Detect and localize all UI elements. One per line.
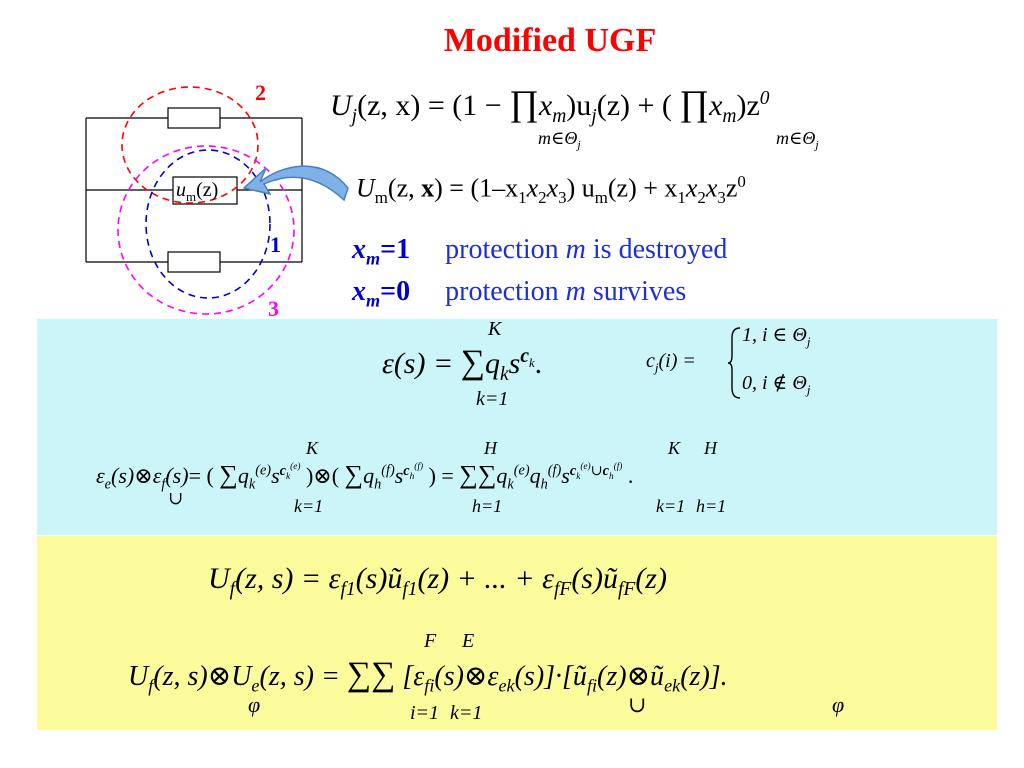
label-3: 3: [268, 296, 279, 321]
comp-cup: ∪: [628, 692, 647, 717]
equation-uj: Uj(z, x) = (1 − ∏xm)uj(z) + ( ∏xm)z0: [330, 83, 770, 127]
conv-sum-top-H2: H: [704, 438, 717, 458]
circuit-diagram: [85, 86, 349, 315]
cj-definition: cj(i) =: [646, 350, 696, 375]
cases-brace: [728, 327, 741, 399]
case-1: 1, i ∈ Θj: [742, 324, 811, 349]
conv-sum-top-K2: K: [668, 438, 681, 458]
circle-3: [117, 145, 295, 315]
label-1: 1: [270, 232, 281, 257]
case-2: 0, i ∉ Θj: [742, 372, 811, 397]
comp-sum-bot-k1: k=1: [450, 702, 483, 724]
comp-sum-top-F: F: [424, 630, 437, 652]
formula-panel-yellow: [37, 536, 997, 730]
circle-2: [121, 86, 259, 204]
conv-cup-1: ∪: [168, 488, 184, 508]
label-2: 2: [255, 80, 266, 105]
uf-equation: Uf(z, s) = εf1(s)ũf1(z) + ... + εfF(s)ũf…: [208, 562, 667, 600]
comp-sum-top-E: E: [462, 630, 475, 652]
component-label: um(z): [176, 179, 219, 204]
conv-sum-top-H: H: [484, 438, 497, 458]
arrow-icon: [242, 165, 349, 202]
prod-limit-1: m∈Θj: [538, 128, 581, 152]
sum-bottom-k1: k=1: [476, 388, 509, 410]
circle-1: [145, 149, 271, 299]
conv-sum-bot-h1b: h=1: [696, 496, 727, 516]
comp-sum-bot-i1: i=1: [410, 702, 440, 724]
equation-um: Um(z, x) = (1–x1x2x3) um(z) + x1x2x3z0: [356, 172, 746, 207]
sum-top-K: K: [488, 318, 502, 340]
state-destroyed: xm=1 protection m is destroyed: [352, 234, 728, 269]
state-survives: xm=0 protection m survives: [352, 276, 687, 311]
epsilon-definition: ε(s) = ∑qksck.: [382, 344, 543, 385]
circuit-wiring: [85, 107, 303, 273]
conv-sum-bot-k1b: k=1: [656, 496, 686, 516]
composition-equation: Uf(z, s)⊗Ue(z, s) = ∑∑ [εfi(s)⊗εek(s)]·[…: [128, 656, 728, 696]
conv-sum-bot-h1: h=1: [472, 496, 503, 516]
prod-limit-2: m∈Θj: [776, 128, 819, 152]
conv-sum-top-K1: K: [306, 438, 319, 458]
convolution-equation: εe(s)⊗εf(s)= ( ∑qk(e)sck(e) )⊗( ∑qh(f)sc…: [96, 460, 634, 493]
page-title: Modified UGF: [443, 22, 657, 59]
formula-panel-blue: [37, 319, 997, 535]
comp-phi-1: φ: [248, 692, 261, 717]
conv-sum-bot-k1: k=1: [294, 496, 324, 516]
comp-phi-2: φ: [832, 692, 845, 717]
